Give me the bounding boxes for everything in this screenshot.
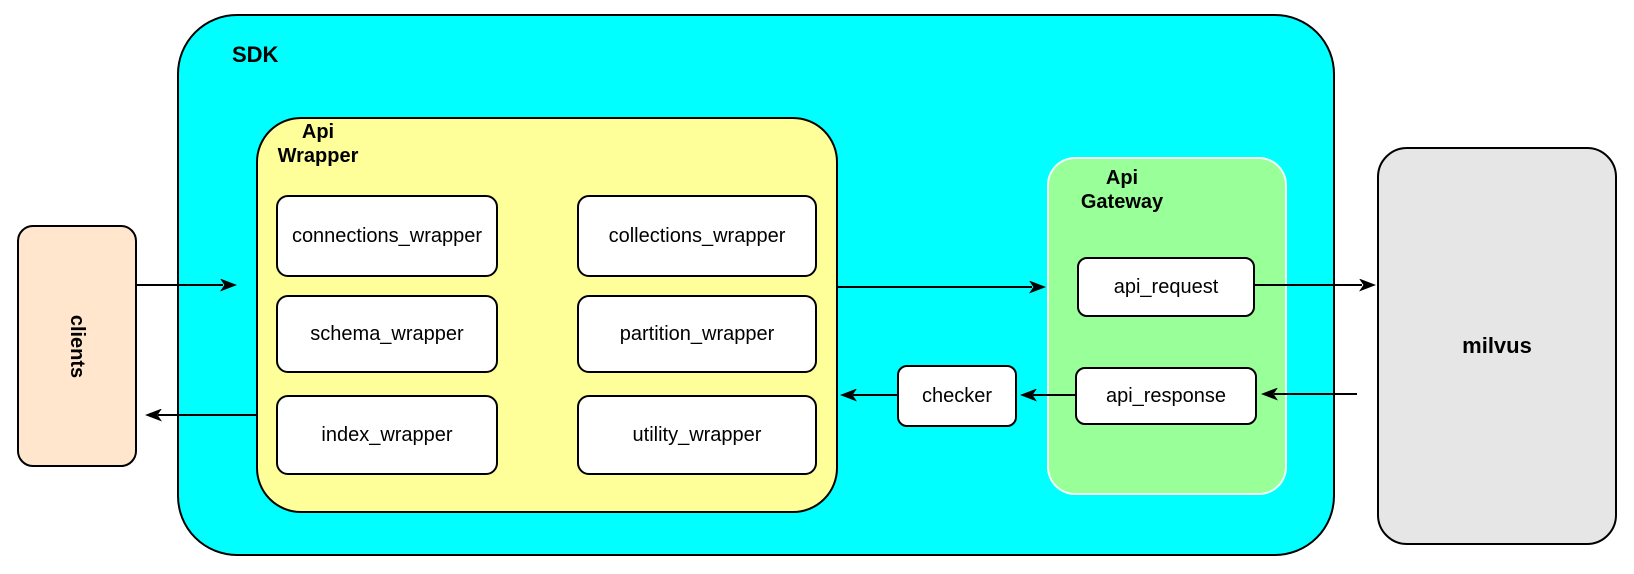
checker-box: checker	[897, 365, 1017, 427]
arrow-line	[1033, 394, 1075, 396]
arrow-line	[158, 414, 256, 416]
milvus-node: milvus	[1377, 147, 1617, 545]
wrapper-box-schema: schema_wrapper	[276, 295, 498, 373]
milvus-label: milvus	[1462, 333, 1532, 358]
arrow-line	[838, 286, 1032, 288]
api-gateway-label-line1: Api	[1105, 167, 1139, 189]
clients-label: clients	[66, 314, 89, 378]
api-gateway-label: Api Gateway	[1062, 166, 1182, 214]
api-wrapper-label-line2: Wrapper	[277, 145, 359, 167]
api-gateway-container	[1047, 157, 1287, 495]
wrapper-box-collections: collections_wrapper	[577, 195, 817, 277]
arrow-line	[853, 394, 897, 396]
api-wrapper-label: Api Wrapper	[258, 120, 378, 168]
wrapper-box-utility: utility_wrapper	[577, 395, 817, 475]
wrapper-box-connections: connections_wrapper	[276, 195, 498, 277]
api-response-box: api_response	[1075, 367, 1257, 425]
clients-node: clients	[17, 225, 137, 467]
wrapper-box-partition: partition_wrapper	[577, 295, 817, 373]
arrow-line	[1255, 284, 1362, 286]
wrapper-box-index: index_wrapper	[276, 395, 498, 475]
arrow-line	[137, 284, 223, 286]
api-wrapper-label-line1: Api	[301, 121, 335, 143]
sdk-label: SDK	[232, 42, 279, 67]
api-request-box: api_request	[1077, 257, 1255, 317]
arrow-line	[1274, 393, 1357, 395]
api-gateway-label-line2: Gateway	[1080, 191, 1164, 213]
